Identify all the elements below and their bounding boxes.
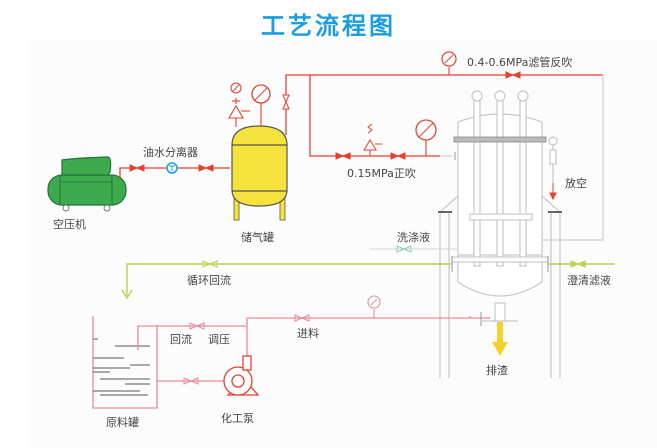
vent-label: 放空 <box>565 177 587 190</box>
circulation-return-label: 循环回流 <box>187 274 231 287</box>
backflush-label: 0.4-0.6MPa滤管反吹 <box>467 56 573 69</box>
oil-water-separator-label: 油水分离器 <box>143 146 198 159</box>
valve-icon <box>198 164 214 172</box>
valve-icon <box>505 71 521 79</box>
pressure-gauge-icon <box>415 119 437 156</box>
pressure-gauge-icon <box>367 295 381 318</box>
relief-valve-icon <box>363 123 382 156</box>
pressure-gauge-icon <box>441 51 457 75</box>
valve-icon <box>390 152 406 160</box>
diagram-title: 工艺流程图 <box>261 12 396 40</box>
pressure-gauge-icon <box>251 84 271 126</box>
oil-water-separator-icon <box>166 162 178 174</box>
chemical-pump <box>223 355 260 396</box>
diagram-background <box>28 40 657 448</box>
valve-icon <box>335 152 351 160</box>
vent-return-pipe <box>440 75 604 241</box>
forward-blow-label: 0.15MPa正吹 <box>347 167 416 180</box>
valve-icon <box>129 164 145 172</box>
raw-material-tank <box>92 316 158 409</box>
clarified-filtrate-label: 澄清滤液 <box>567 274 611 287</box>
air-storage-tank <box>231 125 288 221</box>
air-tank-label: 储气罐 <box>241 231 274 244</box>
air-compressor <box>47 156 127 212</box>
valve-icon <box>282 94 290 110</box>
pressure-adjust-label: 调压 <box>208 333 230 346</box>
raw-material-tank-label: 原料罐 <box>106 416 139 429</box>
slag-discharge-arrow-icon <box>492 322 508 356</box>
compressor-air-pipe <box>119 167 230 178</box>
wash-liquid-label: 洗涤液 <box>397 231 430 244</box>
tank-top-fittings <box>228 98 250 127</box>
vent-valve <box>548 136 558 201</box>
feed-label: 进料 <box>297 327 319 340</box>
valve-icon <box>570 260 586 268</box>
chemical-pump-label: 化工泵 <box>221 412 254 425</box>
vessel-nozzles <box>451 152 549 326</box>
return-flow-label: 回流 <box>170 333 192 346</box>
filter-vessel <box>438 90 562 378</box>
air-compressor-label: 空压机 <box>53 218 86 231</box>
slag-discharge-label: 排渣 <box>486 364 508 377</box>
pressure-gauge-icon <box>230 82 242 94</box>
feed-pipe <box>137 316 490 382</box>
